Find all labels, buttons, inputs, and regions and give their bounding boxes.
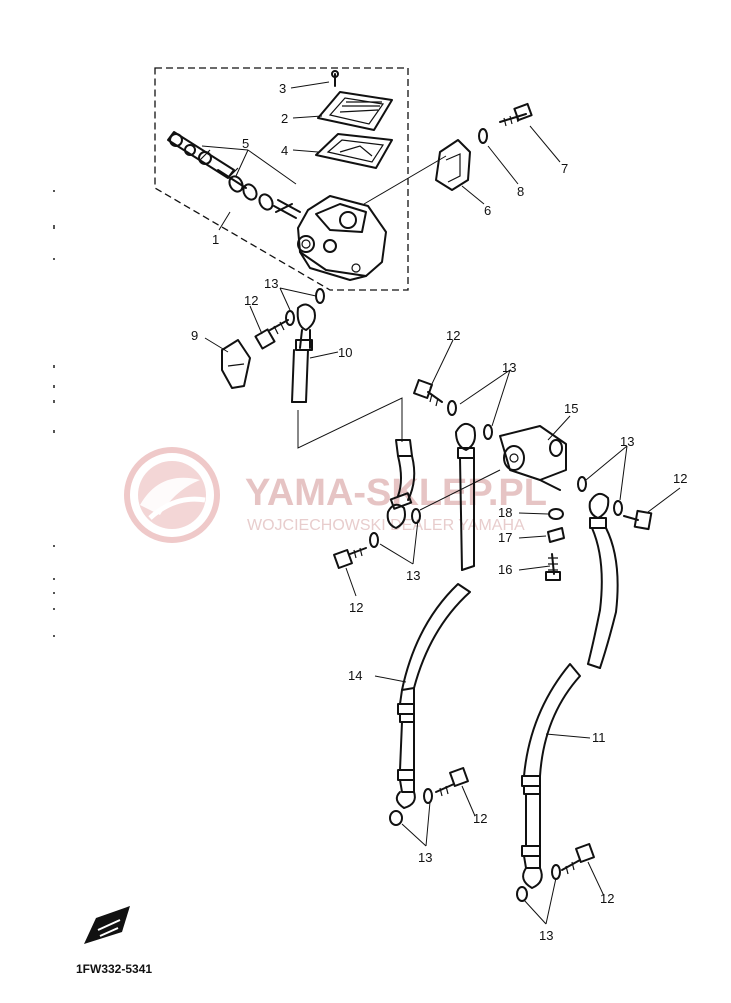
washer-13-d1 (577, 476, 587, 492)
watermark-subtitle: WOJCIECHOWSKI DEALER YAMAHA (247, 517, 525, 534)
part-17-nut (547, 527, 565, 543)
callout-13-d: 13 (406, 568, 420, 583)
callout-11: 11 (592, 730, 606, 745)
part-11-brake-hose-upper (587, 492, 619, 669)
part-10-brake-hose-lower (386, 439, 416, 529)
callout-12-f: 12 (600, 891, 614, 906)
union-bolt-12-f (561, 843, 595, 875)
part-10-brake-hose-upper (291, 303, 316, 403)
callout-3: 3 (279, 81, 286, 96)
callout-10: 10 (338, 345, 352, 360)
washer-13-a1 (285, 310, 295, 326)
callout-13-e: 13 (418, 850, 432, 865)
washer-13-e2 (423, 788, 433, 804)
callout-13-c: 13 (620, 434, 634, 449)
union-bolt-12-b (333, 547, 367, 569)
watermark-title: YAMA-SKLEP.PL (245, 472, 547, 514)
watermark-logo (124, 447, 220, 543)
callout-6: 6 (484, 203, 491, 218)
part-2-reservoir-cap (317, 91, 393, 131)
washer-13-a2 (315, 288, 325, 304)
part-14-brake-hose-upper (455, 422, 476, 571)
union-bolt-12-a (254, 319, 289, 350)
callout-leaders (201, 81, 681, 925)
part-5-piston-kit (167, 131, 301, 219)
callout-12-e: 12 (473, 811, 487, 826)
part-1-master-cylinder-body (297, 195, 387, 281)
part-6-clamp (435, 139, 471, 191)
callout-12-b: 12 (446, 328, 460, 343)
callout-4: 4 (281, 143, 288, 158)
union-bolt-12-c (413, 379, 443, 407)
margin-ticks (53, 190, 55, 637)
washer-13-e1 (389, 810, 403, 826)
union-bolt-12-e (435, 767, 469, 797)
washer-13-f2 (551, 864, 561, 880)
callout-14: 14 (348, 668, 362, 683)
callout-1: 1 (212, 232, 219, 247)
callout-17: 17 (498, 530, 512, 545)
callout-13-f: 13 (539, 928, 553, 943)
washer-13-f1 (516, 886, 528, 902)
master-cylinder-group-outline (154, 67, 409, 291)
part-11-brake-hose-lower (521, 663, 581, 889)
part-14-brake-hose-lower (395, 583, 471, 809)
washer-13-c2 (483, 424, 493, 440)
part-9-cover (221, 339, 251, 389)
part-8-washer (478, 128, 488, 144)
part-4-diaphragm (315, 133, 393, 169)
callout-13-b: 13 (502, 360, 516, 375)
union-bolt-12-d (623, 509, 653, 531)
callout-8: 8 (517, 184, 524, 199)
part-3-screw (331, 70, 339, 87)
watermark: YAMA-SKLEP.PL WOJCIECHOWSKI DEALER YAMAH… (124, 447, 547, 543)
washer-13-b2 (369, 532, 379, 548)
part-7-bolt (499, 102, 533, 127)
part-15-brake-hose-joint (499, 425, 567, 491)
callout-16: 16 (498, 562, 512, 577)
callout-5: 5 (242, 136, 249, 151)
front-direction-icon (84, 906, 130, 944)
callout-18: 18 (498, 505, 512, 520)
washer-13-c1 (447, 400, 457, 416)
callout-12-a: 12 (244, 293, 258, 308)
callout-labels: 3 2 4 5 1 6 7 8 9 10 13 12 12 13 15 13 1… (191, 81, 687, 943)
diagram-code: 1FW332-5341 (76, 962, 152, 976)
callout-15: 15 (564, 401, 578, 416)
callout-12-c: 12 (673, 471, 687, 486)
hose-continuation-line (297, 397, 403, 449)
part-18-grommet (548, 508, 564, 520)
washer-13-d2 (613, 500, 623, 516)
washer-13-b1 (411, 508, 421, 524)
callout-2: 2 (281, 111, 288, 126)
part-16-bolt (545, 553, 561, 581)
callout-12-d: 12 (349, 600, 363, 615)
joint-to-hose-line (419, 469, 501, 511)
callout-7: 7 (561, 161, 568, 176)
callout-13-a: 13 (264, 276, 278, 291)
callout-9: 9 (191, 328, 198, 343)
